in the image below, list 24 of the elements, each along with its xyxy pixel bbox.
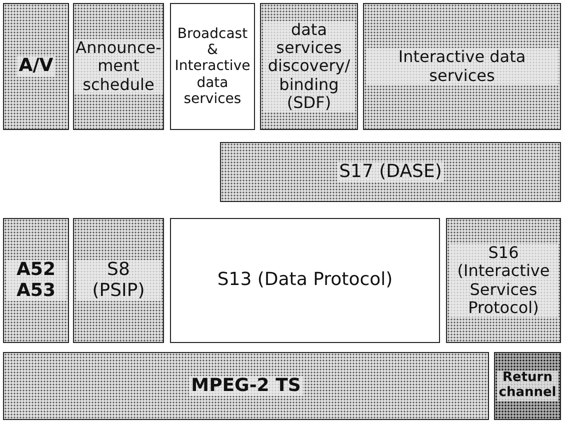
- layer-block: [170, 218, 440, 343]
- layer-block: [3, 352, 489, 420]
- layer-label: S13 (Data Protocol): [216, 270, 394, 291]
- layer-block: [170, 3, 255, 130]
- layer-label: MPEG-2 TS: [189, 376, 303, 396]
- layer-label: A52 A53: [6, 260, 66, 302]
- layer-label: Interactive data services: [366, 48, 558, 85]
- layer-block: [3, 3, 69, 130]
- layer-label: A/V: [16, 56, 56, 77]
- layer-block: [73, 218, 164, 343]
- layer-block: [494, 352, 561, 420]
- layer-label: data services discovery/ binding (SDF): [263, 20, 355, 112]
- layer-label: S8 (PSIP): [76, 260, 161, 302]
- layer-label: S17 (DASE): [337, 162, 444, 182]
- layer-label: Return channel: [496, 371, 558, 401]
- layer-block: [446, 218, 561, 343]
- layer-block: [220, 142, 561, 202]
- layer-block: [260, 3, 358, 130]
- layer-label: Announce-ment schedule: [74, 38, 164, 94]
- layer-block: [73, 3, 164, 130]
- layer-label: S16 (Interactive Services Protocol): [449, 244, 558, 318]
- layer-label: Broadcast & Interactive data services: [174, 26, 252, 107]
- layer-block: [3, 218, 69, 343]
- layer-block: [363, 3, 561, 130]
